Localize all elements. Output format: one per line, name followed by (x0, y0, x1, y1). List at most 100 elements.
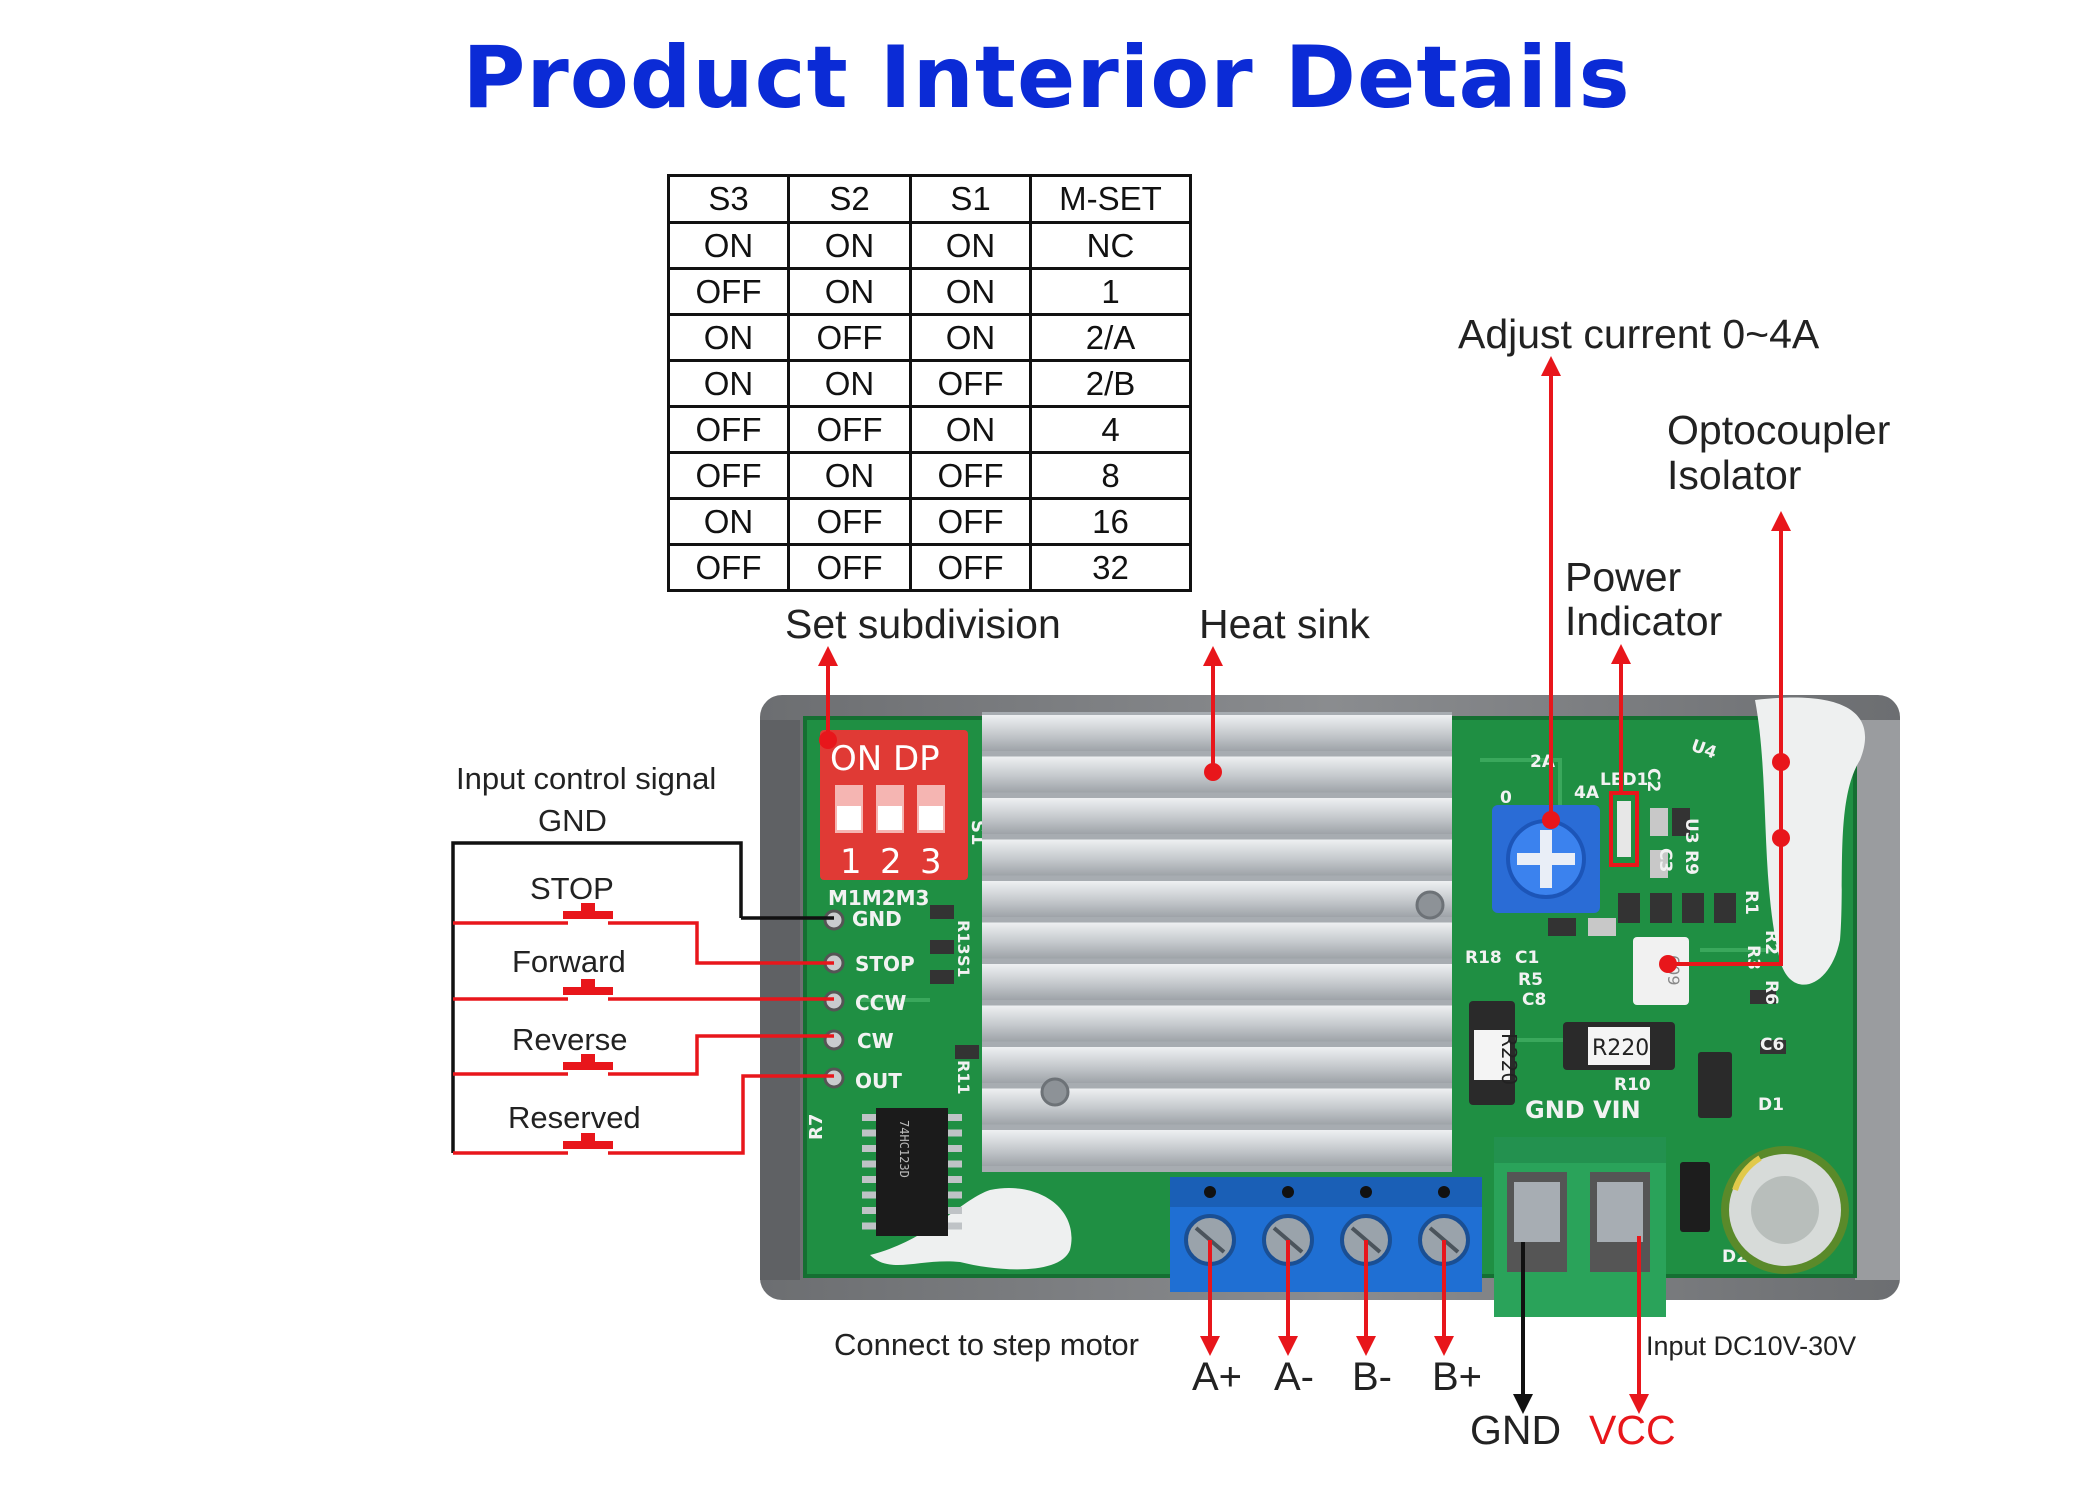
table-cell: 1 (1029, 267, 1192, 316)
table-row: OFF ON OFF 8 (667, 451, 1192, 500)
label-set-subdivision: Set subdivision (785, 601, 1061, 647)
sense-resistor-vertical: R220 (1469, 1001, 1521, 1105)
heat-sink-fin (982, 964, 1452, 1000)
table-cell: ON (667, 497, 790, 546)
button-symbols (563, 903, 613, 1149)
arrow-optocoupler (1668, 511, 1791, 966)
chip-pin (948, 1145, 962, 1152)
wire-entry-hole (1204, 1186, 1216, 1198)
table-row: OFF ON ON 1 (667, 267, 1192, 316)
table-header-row: S3 S2 S1 M-SET (667, 174, 1192, 224)
table-cell: OFF (667, 543, 790, 592)
pin-label: OUT (855, 1069, 902, 1093)
table-cell: 16 (1029, 497, 1192, 546)
motor-terminal-b-plus: B+ (1432, 1355, 1483, 1399)
label-optocoupler-line2: Isolator (1667, 452, 1802, 498)
table-cell: OFF (787, 313, 912, 362)
silkscreen-r3: R3 (1743, 945, 1763, 970)
terminal-arrows (1200, 1236, 1649, 1414)
table-cell: OFF (909, 543, 1032, 592)
label-reverse: Reverse (512, 1022, 628, 1057)
pin-header: M1M2M3 GND STOP CCW CW OUT (823, 886, 929, 1093)
label-input-signal-line2: GND (538, 803, 607, 838)
table-cell: OFF (909, 359, 1032, 408)
sense-resistor-horizontal: R220 (1563, 1022, 1675, 1070)
label-input-signal-line1: Input control signal (456, 761, 717, 796)
label-heat-sink: Heat sink (1199, 601, 1370, 647)
silkscreen-r6: R6 (1761, 980, 1781, 1005)
chip-pin (948, 1176, 962, 1183)
silkscreen-c3: C3 (1655, 848, 1675, 872)
table-cell: ON (667, 221, 790, 270)
table-cell: OFF (909, 451, 1032, 500)
resistor-code-horizontal: R220 (1592, 1036, 1649, 1061)
motor-terminal-block (1170, 1177, 1482, 1292)
table-header: S3 (667, 174, 790, 224)
table-cell: ON (787, 221, 912, 270)
table-header: S1 (909, 174, 1032, 224)
silkscreen-u3: U3 (1681, 818, 1701, 844)
table-cell: ON (909, 267, 1032, 316)
table-row: ON ON OFF 2/B (667, 359, 1192, 408)
silkscreen-r18: R18 (1465, 948, 1502, 968)
table-row: OFF OFF OFF 32 (667, 543, 1192, 592)
chip-pin (948, 1222, 962, 1230)
table-cell: 32 (1029, 543, 1192, 592)
chip-marking: 74HC123D (897, 1120, 911, 1178)
chip-pin (862, 1114, 876, 1121)
chip-pin (862, 1222, 876, 1230)
label-connect-motor: Connect to step motor (834, 1327, 1139, 1362)
heat-sink-fin (982, 922, 1452, 959)
silkscreen-c6: C6 (1760, 1035, 1784, 1055)
control-wiring (451, 841, 834, 1155)
pin-label: GND (852, 907, 902, 931)
callout-arrows (818, 356, 1791, 966)
table-cell: ON (909, 313, 1032, 362)
table-cell: ON (909, 221, 1032, 270)
table-cell: 8 (1029, 451, 1192, 500)
label-gnd-terminal: GND (1470, 1407, 1562, 1453)
heat-sink-fin (982, 1047, 1452, 1083)
silkscreen-r1: R1 (1741, 890, 1761, 915)
label-power-line2: Indicator (1565, 598, 1723, 644)
heat-sink-fin (982, 839, 1452, 876)
diode-d1 (1698, 1052, 1732, 1118)
heat-sink-fin (982, 798, 1452, 834)
electrolytic-capacitor (1721, 1146, 1849, 1274)
chip-pin (862, 1160, 876, 1168)
table-cell: OFF (787, 497, 912, 546)
table-cell: 2/A (1029, 313, 1192, 362)
table-cell: 4 (1029, 405, 1192, 454)
chip-pin (862, 1145, 876, 1152)
pin-label: CCW (855, 991, 906, 1015)
wire-entry-hole (1360, 1186, 1372, 1198)
table-row: ON OFF ON 2/A (667, 313, 1192, 362)
silkscreen-r9: R9 (1681, 850, 1701, 875)
table-cell: OFF (909, 497, 1032, 546)
motor-terminal-b-minus: B- (1352, 1355, 1392, 1399)
table-cell: ON (667, 313, 790, 362)
silkscreen-c8: C8 (1522, 990, 1546, 1010)
pot-scale-0: 0 (1500, 788, 1512, 808)
dip-on-text: ON (830, 739, 882, 779)
table-cell: ON (667, 359, 790, 408)
table-cell: 2/B (1029, 359, 1192, 408)
table-header: S2 (787, 174, 912, 224)
chip-pin (862, 1191, 876, 1199)
silkscreen-r5: R5 (1518, 970, 1543, 990)
motor-terminal-a-plus: A+ (1192, 1355, 1243, 1399)
chip-pin (948, 1129, 962, 1137)
pin-label: CW (857, 1029, 894, 1053)
silkscreen-r7: R11 (954, 1060, 973, 1095)
silkscreen-r12: R13 (954, 920, 973, 955)
silkscreen-r10: R10 (1614, 1075, 1651, 1095)
table-row: ON ON ON NC (667, 221, 1192, 270)
table-header: M-SET (1029, 174, 1192, 224)
pot-scale-4a: 4A (1574, 783, 1600, 803)
label-reserved: Reserved (508, 1100, 641, 1135)
dip-number: 1 (840, 842, 862, 882)
microstep-table: S3 S2 S1 M-SET ON ON ON NC OFF ON ON 1 O… (667, 174, 1192, 592)
heat-sink-fin (982, 881, 1452, 917)
